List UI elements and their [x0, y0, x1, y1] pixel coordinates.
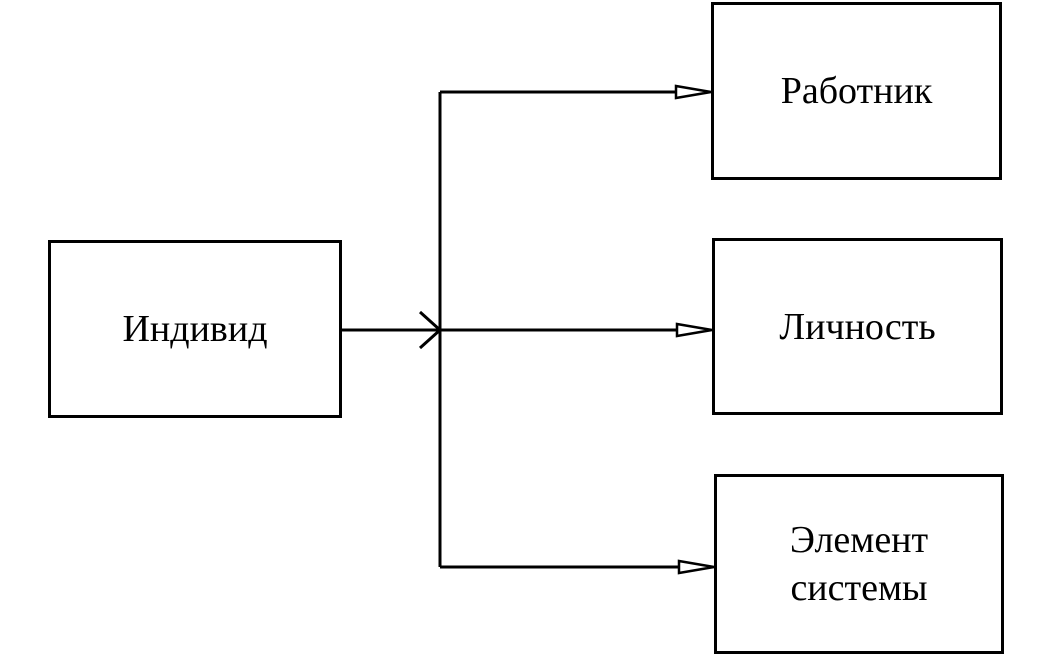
target-box-person: Личность — [712, 238, 1003, 415]
arrow-person — [675, 322, 713, 338]
source-box: Индивид — [48, 240, 342, 418]
system-element-label: Элемент системы — [789, 519, 929, 609]
source-label: Индивид — [122, 308, 268, 350]
target-box-worker: Работник — [711, 2, 1002, 180]
arrow-system — [677, 559, 715, 575]
worker-label: Работник — [780, 70, 933, 112]
target-box-system: Элемент системы — [714, 474, 1004, 654]
arrow-worker — [674, 84, 712, 100]
person-label: Личность — [779, 305, 936, 348]
